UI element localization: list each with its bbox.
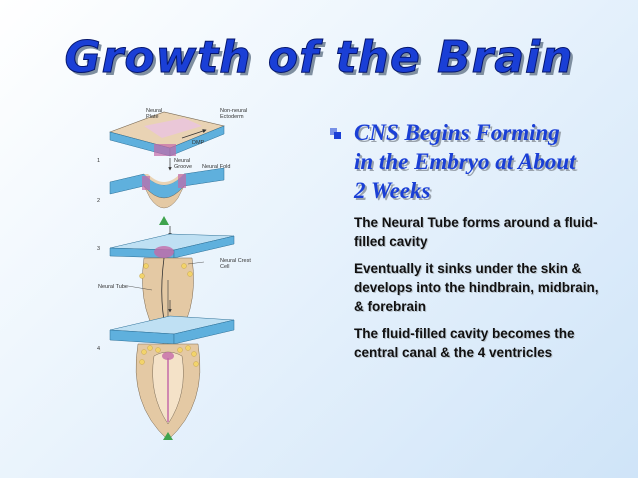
stage-4-number: 4 [97,346,100,352]
stage-4-neural-tube-formed [110,316,234,440]
stage-2-number: 2 [97,198,100,204]
bullet-square-icon [330,128,342,140]
stage-1-neural-plate: DMP [110,112,224,156]
main-bullet-line: CNS Begins Forming [354,118,630,147]
non-neural-ectoderm-label-line2: Ectoderm [220,114,244,120]
sub-bullet-line: & forebrain [354,297,630,316]
sub-bullet-line: The Neural Tube forms around a fluid- [354,213,630,232]
slide-title: Growth of the Brain [0,32,638,83]
sub-bullet: The Neural Tube forms around a fluid- fi… [354,213,630,251]
sub-bullet-line: central canal & the 4 ventricles [354,343,630,362]
dmp-label: DMP [192,140,205,146]
sub-bullet-line: The fluid-filled cavity becomes the [354,324,630,343]
neural-tube-development-diagram: DMP Neural Plate Non-neural Ectoderm 1 N… [84,104,270,476]
neural-fold-label: Neural Fold [202,164,230,170]
neural-crest-cell-label-line2: Cell [220,264,229,270]
sub-bullet-line: filled cavity [354,232,630,251]
sub-bullet-line: Eventually it sinks under the skin & [354,259,630,278]
stage-2-neural-groove [110,168,224,225]
neural-tube-label: Neural Tube [98,284,128,290]
sub-bullet: Eventually it sinks under the skin & dev… [354,259,630,316]
sub-bullet-line: develops into the hindbrain, midbrain, [354,278,630,297]
sub-bullet: The fluid-filled cavity becomes the cent… [354,324,630,362]
main-bullet-line: in the Embryo at About [354,147,630,176]
main-bullet-line: 2 Weeks [354,176,630,205]
neural-plate-label-line2: Plate [146,114,159,120]
stage-3-number: 3 [97,246,100,252]
neural-groove-label-line2: Groove [174,164,192,170]
main-bullet: CNS Begins Forming in the Embryo at Abou… [330,118,630,205]
bullet-list: CNS Begins Forming in the Embryo at Abou… [330,118,630,362]
stage-1-number: 1 [97,158,100,164]
